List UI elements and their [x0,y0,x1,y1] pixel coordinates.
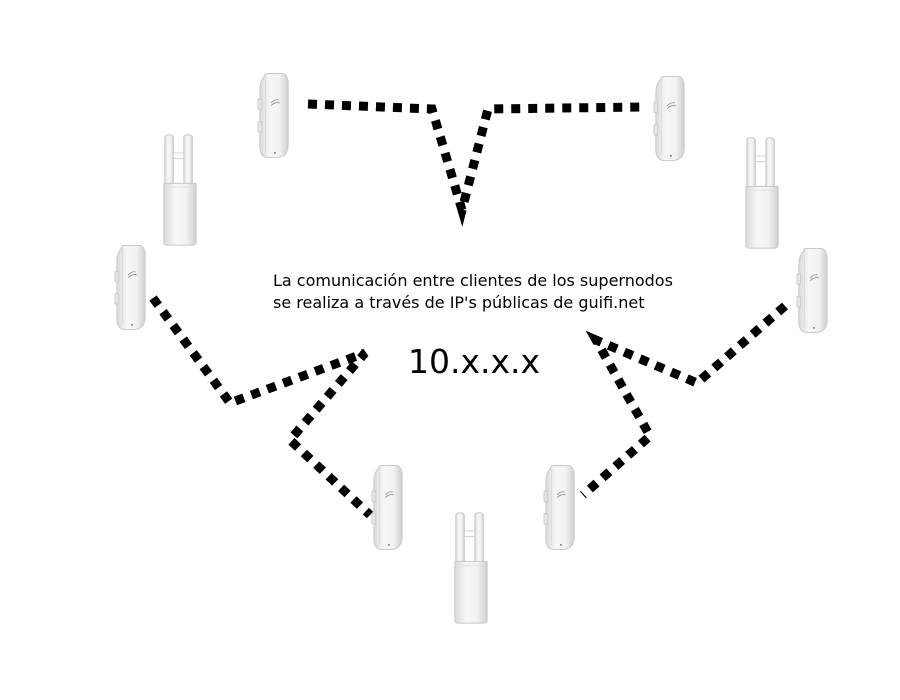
antenna-icon [653,76,685,162]
caption-line-2: se realiza a través de IP's públicas de … [273,293,645,312]
router-icon [454,512,488,624]
antenna-icon [543,465,575,551]
diagram-caption: La comunicación entre clientes de los su… [273,270,673,314]
caption-line-1: La comunicación entre clientes de los su… [273,271,673,290]
ip-range-label: 10.x.x.x [408,342,541,381]
antenna-icon [257,73,289,159]
link-left [149,295,374,519]
antenna-icon [114,245,146,331]
link-right [580,302,788,499]
router-icon [745,137,779,249]
link-top [307,99,642,227]
antenna-icon [371,465,403,551]
router-icon [163,134,197,246]
antenna-icon [796,248,828,334]
